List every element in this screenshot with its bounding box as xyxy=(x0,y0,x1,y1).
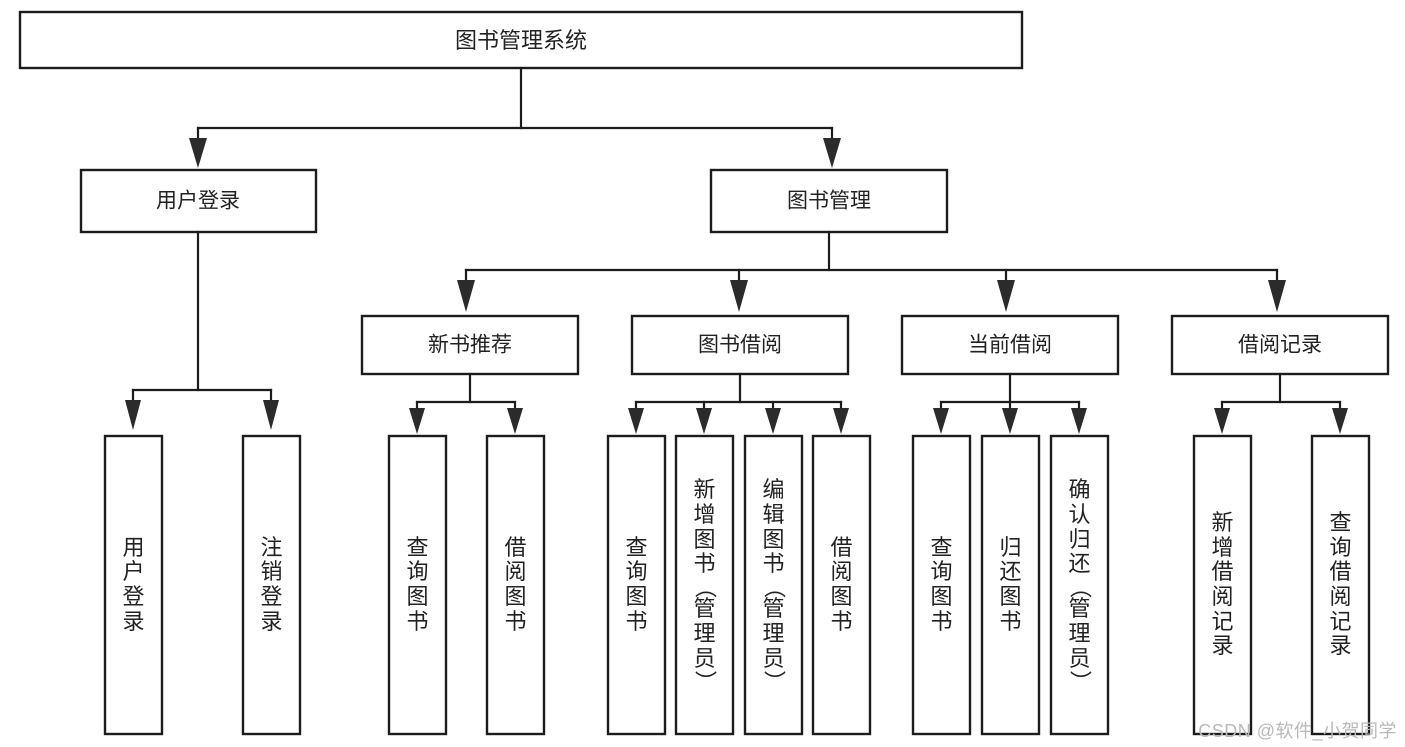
arrow-to-leaf-user-login-0 xyxy=(125,400,141,430)
node-root-box[interactable] xyxy=(18,10,1024,70)
leaf-box-currentborrow-0[interactable] xyxy=(911,434,972,736)
leaf-box-newbook-1[interactable] xyxy=(485,434,546,736)
arrow-to-leaf-bookborrow-0 xyxy=(628,408,644,434)
connector-book-manage-bus xyxy=(457,230,1286,312)
leaf-box-borrowrecord-1[interactable] xyxy=(1310,434,1371,736)
node-user-login-label: 用户登录 xyxy=(156,190,240,213)
node-user-login[interactable]: 用户登录 xyxy=(79,168,318,234)
arrow-to-book-manage xyxy=(823,138,841,168)
node-book-manage-label: 图书管理 xyxy=(787,190,871,213)
leaf-box-bookborrow-0[interactable] xyxy=(606,434,667,736)
connector-borrow-record-leaves xyxy=(1214,372,1348,434)
node-current-borrow-box[interactable] xyxy=(900,314,1120,376)
arrow-to-leaf-borrowrecord-0 xyxy=(1214,408,1230,434)
leaf-box-currentborrow-1[interactable] xyxy=(980,434,1041,736)
arrow-to-leaf-bookborrow-1 xyxy=(696,408,712,434)
arrow-to-leaf-bookborrow-3 xyxy=(833,408,849,434)
connector-book-borrow-leaves xyxy=(628,372,849,434)
node-borrow-record-label: 借阅记录 xyxy=(1238,334,1322,357)
arrow-to-leaf-borrowrecord-1 xyxy=(1332,408,1348,434)
leaf-box-user-login-0[interactable] xyxy=(103,434,164,736)
node-book-manage[interactable]: 图书管理 xyxy=(709,168,949,234)
connector-root-bus xyxy=(189,66,841,168)
arrow-to-book-borrow xyxy=(730,280,748,312)
node-current-borrow-label: 当前借阅 xyxy=(968,334,1052,357)
leaf-box-bookborrow-1[interactable] xyxy=(674,434,735,736)
arrow-to-leaf-bookborrow-2 xyxy=(765,408,781,434)
connector-new-book-recommend-leaves xyxy=(409,372,523,434)
arrow-to-current-borrow xyxy=(997,280,1015,312)
arrow-to-new-book-recommend xyxy=(457,280,475,312)
leaf-box-borrowrecord-0[interactable] xyxy=(1192,434,1253,736)
arrow-to-leaf-currentborrow-2 xyxy=(1071,408,1087,434)
connector-user-login-leaves xyxy=(125,230,279,430)
leaf-box-bookborrow-3[interactable] xyxy=(811,434,872,736)
node-new-book-recommend[interactable]: 新书推荐 xyxy=(360,314,580,376)
leaf-box-user-login-1[interactable] xyxy=(241,434,302,736)
node-user-login-box[interactable] xyxy=(79,168,318,234)
leaf-box-bookborrow-2[interactable] xyxy=(743,434,804,736)
arrow-to-leaf-currentborrow-0 xyxy=(933,408,949,434)
arrow-to-leaf-user-login-1 xyxy=(263,400,279,430)
node-root-label: 图书管理系统 xyxy=(455,28,587,53)
arrow-to-leaf-newbook-1 xyxy=(507,408,523,434)
leaf-box-newbook-0[interactable] xyxy=(387,434,448,736)
node-book-borrow[interactable]: 图书借阅 xyxy=(630,314,850,376)
connector-current-borrow-leaves xyxy=(933,372,1087,434)
node-new-book-recommend-box[interactable] xyxy=(360,314,580,376)
watermark: CSDN @软件_小贺同学 xyxy=(1198,721,1397,741)
node-root[interactable]: 图书管理系统 xyxy=(18,10,1024,70)
leaf-box-currentborrow-2[interactable] xyxy=(1049,434,1110,736)
arrow-to-leaf-newbook-0 xyxy=(409,408,425,434)
node-current-borrow[interactable]: 当前借阅 xyxy=(900,314,1120,376)
node-new-book-recommend-label: 新书推荐 xyxy=(428,334,512,357)
arrow-to-borrow-record xyxy=(1268,280,1286,312)
node-book-borrow-label: 图书借阅 xyxy=(698,334,782,357)
node-borrow-record[interactable]: 借阅记录 xyxy=(1170,314,1390,376)
arrow-to-leaf-currentborrow-1 xyxy=(1002,408,1018,434)
arrow-to-user-login xyxy=(189,138,207,168)
